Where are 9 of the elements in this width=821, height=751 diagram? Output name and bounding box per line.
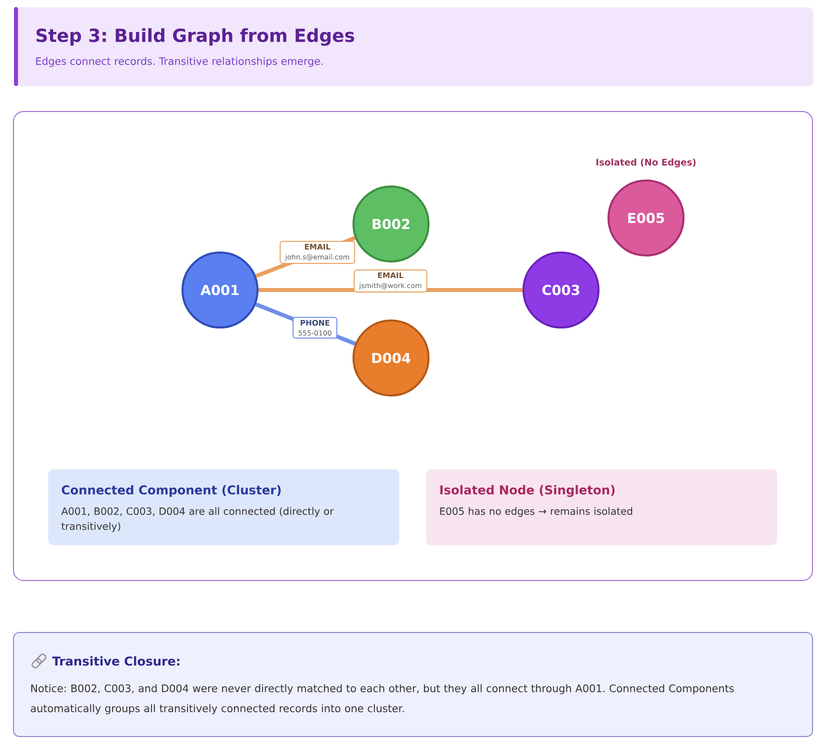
note-text: Notice: B002, C003, and D004 were never directly matched to each other, but they all connect through A001. Connected Components automatically groups all transitively connected records into one cluster. [30,684,734,714]
note-heading: Transitive Closure: [52,656,180,666]
node-caption: Isolated (No Edges) [596,158,696,168]
card-heading: Isolated Node (Singleton) [440,485,615,497]
subtitle: Edges connect records. Transitive relationships emerge. [36,57,323,67]
card-text: A001, B002, C003, D004 are all connected (directly or transitively) [61,507,334,532]
card-text: E005 has no edges → remains isolated [440,507,632,517]
heading: Step 3: Build Graph from Edges [36,28,354,46]
card-heading: Connected Component (Cluster) [62,485,281,497]
